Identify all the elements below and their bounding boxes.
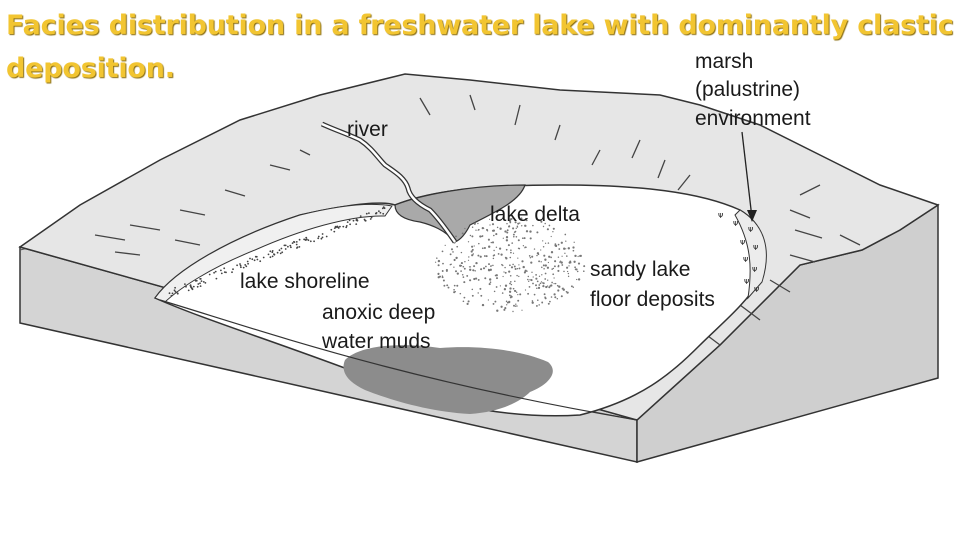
label-river: river xyxy=(347,118,388,141)
slope-hachures xyxy=(94,94,861,396)
label-marsh-line-3: environment xyxy=(695,107,811,130)
sandy-floor-speckles xyxy=(434,217,586,313)
label-sandy-lake-line-1: sandy lake xyxy=(590,258,691,281)
label-anoxic-line-2: water muds xyxy=(322,330,431,353)
cross-section-line xyxy=(159,299,638,421)
slide-title-line-2: deposition. xyxy=(6,53,175,84)
marsh-zone xyxy=(734,209,767,300)
lake-delta-deposit xyxy=(394,184,526,243)
label-marsh-line-1: marsh xyxy=(695,50,754,73)
label-sandy-lake-line-2: floor deposits xyxy=(590,288,715,311)
svg-text:ᴪ: ᴪ xyxy=(740,238,745,248)
marsh-plant-symbols: ᴪᴪᴪ ᴪᴪᴪ ᴪᴪᴪ xyxy=(718,211,759,295)
label-lake-shoreline: lake shoreline xyxy=(240,270,370,293)
label-lake-delta: lake delta xyxy=(490,203,580,226)
river-channel-water xyxy=(321,122,457,243)
svg-text:ᴪ: ᴪ xyxy=(754,285,759,295)
svg-text:ᴪ: ᴪ xyxy=(753,243,758,253)
svg-text:ᴪ: ᴪ xyxy=(718,211,723,221)
marsh-pointer-line xyxy=(741,131,753,219)
svg-text:ᴪ: ᴪ xyxy=(733,219,738,229)
label-marsh-line-2: (palustrine) xyxy=(695,78,801,101)
shoreline-sand-band xyxy=(154,203,393,303)
svg-text:ᴪ: ᴪ xyxy=(744,277,749,287)
shoreline-sand-dots xyxy=(168,206,386,297)
slide-title-line-1: Facies distribution in a freshwater lake… xyxy=(6,10,954,41)
anoxic-deep-water-mud xyxy=(343,345,553,414)
label-anoxic-line-1: anoxic deep xyxy=(322,301,436,324)
svg-text:ᴪ: ᴪ xyxy=(752,265,757,275)
svg-text:ᴪ: ᴪ xyxy=(743,255,748,265)
svg-text:ᴪ: ᴪ xyxy=(748,225,753,235)
marsh-pointer-arrowhead xyxy=(747,210,757,222)
